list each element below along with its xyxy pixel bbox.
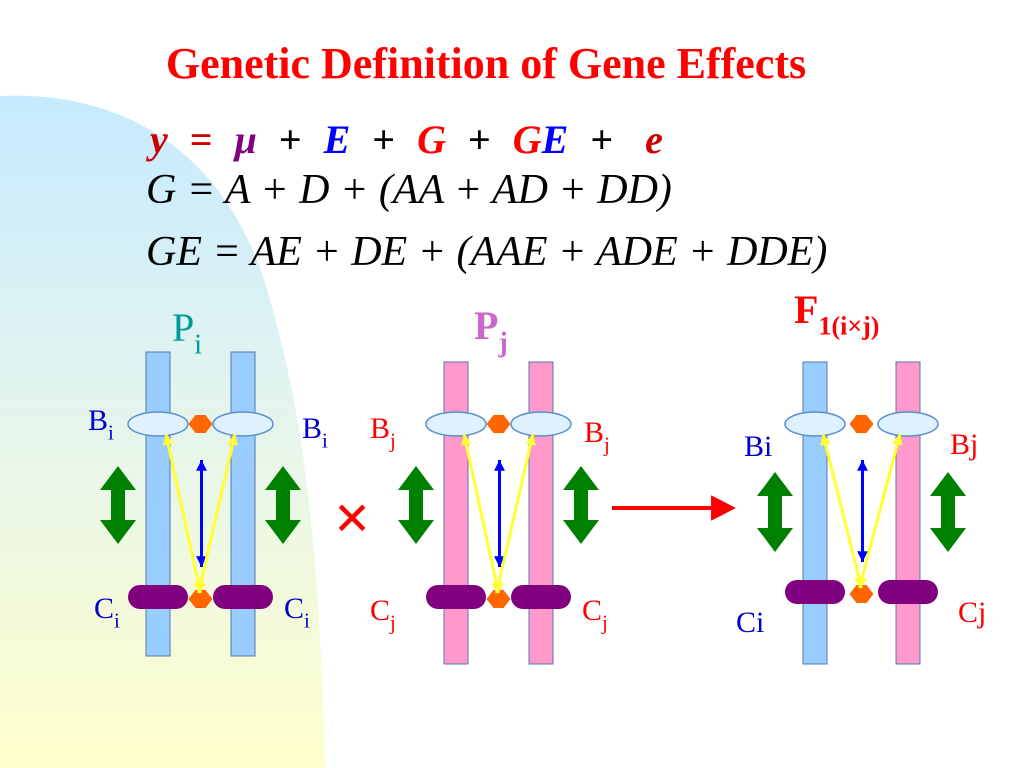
parent-pi-label: Pi	[172, 305, 203, 361]
pj-left-b-label: Bj	[370, 412, 396, 453]
f1-left-b-locus	[784, 411, 846, 437]
f1-ci-label: Ci	[736, 606, 765, 639]
eq-y: y	[150, 117, 168, 162]
pi-right-c-locus	[213, 585, 273, 609]
pj-right-b-label: Bj	[584, 416, 610, 457]
pj-blue-arrow-head	[494, 556, 505, 567]
f1-left-green-arrow	[757, 472, 793, 552]
f1-left-chromosome	[802, 361, 828, 665]
pi-left-c-label: Ci	[94, 592, 120, 633]
eq-plus-2: +	[372, 117, 396, 162]
eq-mu: μ	[234, 117, 257, 162]
pj-right-c-locus	[511, 585, 571, 609]
pj-yellow-arrow-right	[495, 433, 535, 594]
pj-yellow-arrow-right-head	[525, 434, 536, 446]
pj-yellow-arrow-right-tail	[493, 581, 505, 593]
eq-GE-E: E	[541, 117, 569, 162]
f1-yellow-arrow-right-tail	[856, 576, 868, 588]
pj-right-green-arrow	[563, 466, 599, 544]
eq-plus-1: +	[278, 117, 302, 162]
f1-yellow-arrow-left-head	[820, 434, 831, 446]
pj-right-b-locus	[510, 411, 572, 437]
f1-yellow-arrow-right	[858, 433, 902, 589]
eq-equals: =	[189, 117, 213, 162]
pi-c-connector	[188, 590, 213, 608]
f1-b-connector	[849, 415, 874, 433]
eq-plus-3: +	[467, 117, 491, 162]
pi-left-green-arrow	[100, 466, 136, 544]
f1-cj-label: Cj	[958, 596, 987, 629]
f1-yellow-arrow-left	[821, 433, 863, 589]
pj-right-c-label: Cj	[582, 594, 608, 635]
pj-right-chromosome	[528, 361, 554, 665]
pi-left-b-label: Bi	[88, 404, 114, 445]
pj-left-c-locus	[426, 585, 486, 609]
pi-b-connector	[188, 415, 213, 433]
eq-GE-G: G	[512, 117, 542, 162]
model-equation: y = μ + E + G + GE + e	[150, 116, 663, 163]
pj-c-connector	[486, 590, 511, 608]
f1-right-c-locus	[878, 580, 938, 604]
pi-right-green-arrow	[265, 466, 301, 544]
eq-e: e	[645, 117, 663, 162]
f1-c-connector	[849, 585, 874, 603]
parent-pj-label: Pj	[474, 303, 508, 359]
pi-yellow-arrow-right-tail	[195, 581, 207, 593]
pj-blue-arrow-tail	[494, 460, 505, 471]
f1-left-c-locus	[785, 580, 845, 604]
pj-b-connector	[486, 415, 511, 433]
pi-left-b-locus	[127, 411, 189, 437]
cross-result-arrow-head	[711, 495, 736, 521]
f1-yellow-arrow-right-head	[892, 434, 903, 446]
chromosome-diagrams	[100, 351, 966, 665]
f1-blue-arrow-tail	[857, 460, 868, 471]
pi-right-b-locus	[212, 411, 274, 437]
pi-yellow-arrow-right	[197, 433, 237, 594]
f1-bj-label: Bj	[950, 428, 979, 461]
pj-yellow-arrow-left-head	[460, 434, 472, 446]
f1-label: F1(i×j)	[794, 287, 880, 341]
pi-yellow-arrow-left-head	[162, 434, 174, 446]
pj-yellow-arrow-left	[462, 433, 500, 594]
eq-E: E	[323, 117, 351, 162]
f1-bi-label: Bi	[744, 430, 773, 463]
pj-left-c-label: Cj	[370, 594, 396, 635]
pj-left-green-arrow	[398, 466, 434, 544]
f1-right-chromosome	[895, 361, 921, 665]
pi-right-b-label: Bi	[302, 412, 328, 453]
ge-interaction-equation: GE = AE + DE + (AAE + ADE + DDE)	[146, 229, 828, 275]
pj-left-chromosome	[443, 361, 469, 665]
pi-yellow-arrow-right-head	[227, 434, 238, 446]
pi-left-chromosome	[145, 351, 171, 657]
pi-right-c-label: Ci	[284, 592, 310, 633]
pi-right-chromosome	[230, 351, 256, 657]
cross-symbol: ×	[334, 482, 371, 553]
genetic-effect-equation: G = A + D + (AA + AD + DD)	[146, 167, 672, 213]
eq-G: G	[417, 117, 446, 162]
pi-blue-arrow-tail	[196, 460, 207, 471]
eq-plus-4: +	[590, 117, 614, 162]
pj-left-b-locus	[425, 411, 487, 437]
f1-right-b-locus	[877, 411, 939, 437]
f1-right-green-arrow	[930, 472, 966, 552]
pi-left-c-locus	[128, 585, 188, 609]
pi-blue-arrow-head	[196, 556, 207, 567]
f1-blue-arrow-head	[857, 551, 868, 562]
pi-yellow-arrow-left	[164, 433, 202, 594]
slide-title: Genetic Definition of Gene Effects	[165, 39, 807, 88]
